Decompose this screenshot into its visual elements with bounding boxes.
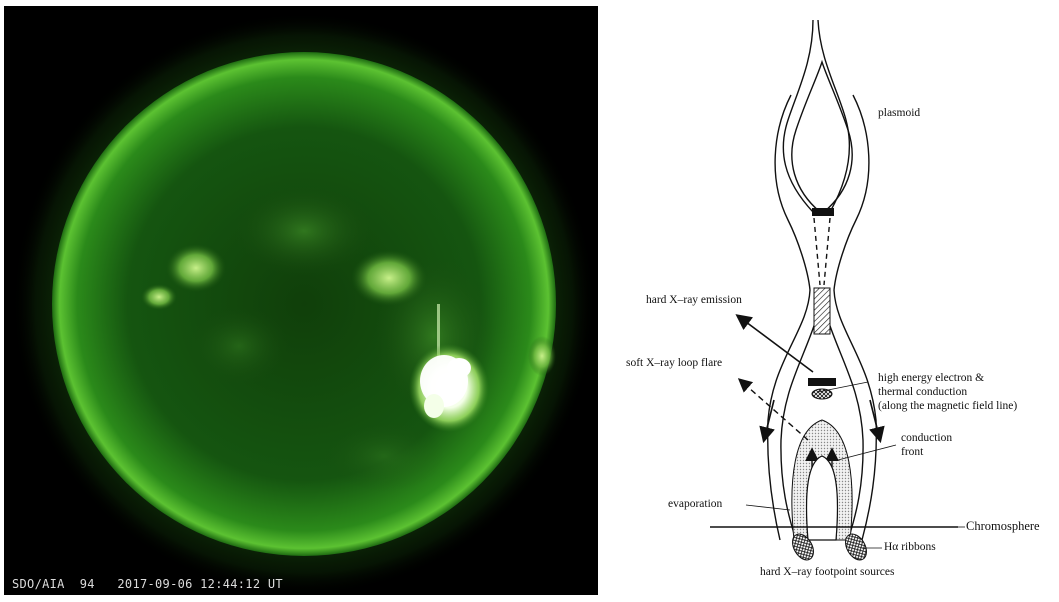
flare-model-diagram: plasmoid hard X–ray emission soft X–ray … bbox=[598, 0, 1059, 597]
caption-channel: 94 bbox=[80, 577, 95, 591]
label-evaporation: evaporation bbox=[668, 498, 722, 511]
active-region bbox=[351, 250, 427, 306]
label-electron-line3: (along the magnetic field line) bbox=[878, 400, 1017, 413]
active-region bbox=[141, 284, 177, 310]
limb-active-region bbox=[528, 336, 556, 376]
label-chromosphere: Chromosphere bbox=[966, 520, 1040, 533]
label-footpoint-sources: hard X–ray footpoint sources bbox=[760, 566, 894, 579]
image-caption: SDO/AIA 94 2017-09-06 12:44:12 UT bbox=[12, 577, 283, 591]
solar-image-panel: SDO/AIA 94 2017-09-06 12:44:12 UT bbox=[4, 6, 598, 595]
caption-instrument: SDO/AIA bbox=[12, 577, 65, 591]
hard-xray-source bbox=[814, 288, 830, 334]
label-hard-xray-emission: hard X–ray emission bbox=[646, 294, 742, 307]
label-conduction-line1: conduction bbox=[901, 432, 952, 445]
solar-disk-image bbox=[4, 6, 598, 595]
label-plasmoid: plasmoid bbox=[878, 107, 920, 120]
label-conduction-line2: front bbox=[901, 446, 923, 459]
plasmoid-current-sheet bbox=[812, 208, 834, 216]
hard-xray-arrow bbox=[738, 316, 813, 372]
label-halpha-ribbons: Hα ribbons bbox=[884, 541, 936, 554]
caption-timestamp: 2017-09-06 12:44:12 UT bbox=[117, 577, 283, 591]
active-region bbox=[166, 244, 226, 292]
label-electron-line1: high energy electron & bbox=[878, 372, 984, 385]
label-electron-line2: thermal conduction bbox=[878, 386, 967, 399]
label-soft-xray-loop-flare: soft X–ray loop flare bbox=[626, 357, 722, 370]
